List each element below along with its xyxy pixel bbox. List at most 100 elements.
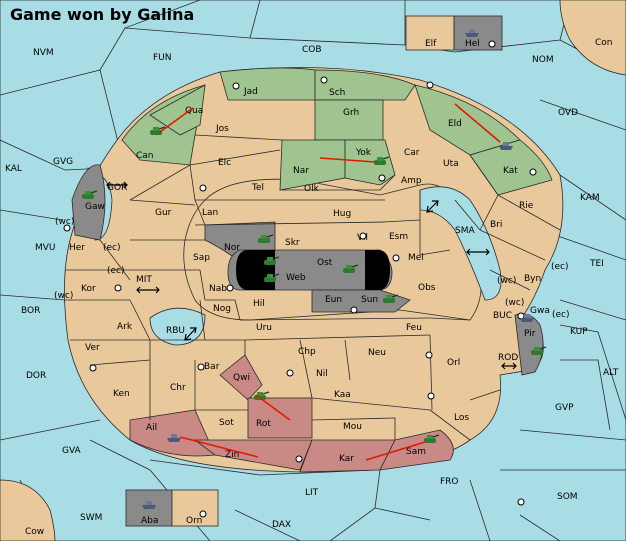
label-byn: Byn [524, 274, 541, 284]
label-hel: Hel [465, 39, 480, 49]
land-labels: Jad Sch Qua Jos Grh Eld Can Elc Nar Yok … [54, 87, 570, 464]
supply-center-icon [378, 174, 386, 182]
army-icon[interactable] [258, 234, 274, 243]
label-chr: Chr [170, 383, 186, 393]
label-ail: Ail [146, 423, 157, 433]
label-tei: TEI [589, 259, 604, 269]
label-aba: Aba [141, 516, 158, 526]
supply-center-icon [359, 232, 367, 240]
label-gwa: Gwa [530, 306, 550, 316]
label-rod: ROD [498, 353, 518, 363]
label-ken: Ken [113, 389, 130, 399]
supply-center-icon [197, 363, 205, 371]
label-lit: LIT [305, 488, 319, 498]
sea-sma[interactable] [419, 186, 502, 301]
territory-qua[interactable] [149, 84, 206, 136]
territory-orn[interactable] [171, 489, 219, 527]
label-kaa: Kaa [334, 390, 351, 400]
label-ver: Ver [85, 343, 100, 353]
label-hug: Hug [333, 209, 351, 219]
label-can: Can [136, 151, 154, 161]
supply-center-icon [350, 306, 358, 314]
label-yok: Yok [355, 148, 372, 158]
label-elc: Elc [218, 158, 231, 168]
label-qwi: Qwi [233, 373, 250, 383]
supply-center-icon [529, 168, 537, 176]
label-mel: Mel [408, 253, 424, 263]
territory-cow[interactable] [0, 479, 56, 541]
label-kup: KUP [570, 327, 588, 337]
army-icon[interactable] [383, 294, 399, 303]
supply-center-icon [63, 224, 71, 232]
label-gvp: GVP [555, 403, 574, 413]
label-tel: Tel [251, 183, 264, 193]
army-icon[interactable] [374, 156, 390, 165]
supply-center-icon [232, 82, 240, 90]
sea-rbu[interactable] [149, 307, 206, 346]
label-cow: Cow [25, 527, 44, 537]
label-sch: Sch [329, 88, 345, 98]
territory-yok[interactable] [344, 139, 396, 186]
label-kal: KAL [5, 164, 22, 174]
label-byn-ec: (ec) [551, 262, 569, 272]
label-jad: Jad [243, 87, 258, 97]
label-bor: BOR [21, 306, 40, 316]
move-arrow [454, 103, 501, 143]
label-sam: Sam [406, 447, 426, 457]
territory-zin[interactable] [193, 439, 313, 471]
unit-tokens [82, 29, 547, 509]
fleet-icon[interactable] [520, 314, 534, 322]
label-rot: Rot [256, 419, 271, 429]
label-kor-ec: (ec) [107, 266, 125, 276]
fleet-icon[interactable] [499, 142, 513, 150]
label-swm: SWM [80, 513, 102, 523]
territory-gaw[interactable] [71, 164, 106, 241]
label-byn-wc: (wc) [497, 276, 516, 286]
label-mvu: MVU [35, 243, 56, 253]
supply-center-icon [89, 364, 97, 372]
fleet-icon[interactable] [142, 501, 156, 509]
army-icon[interactable] [82, 190, 98, 199]
army-icon[interactable] [264, 273, 280, 282]
label-orl: Orl [447, 358, 460, 368]
army-icon[interactable] [531, 346, 547, 355]
territory-grh[interactable] [314, 99, 384, 141]
territory-qwi[interactable] [219, 354, 263, 401]
territory-kat[interactable] [469, 139, 553, 196]
label-nom: NOM [532, 55, 554, 65]
label-gva: GVA [62, 446, 82, 456]
territory-elf[interactable] [405, 15, 455, 51]
army-icon[interactable] [424, 434, 440, 443]
label-esm: Esm [389, 232, 408, 242]
label-dor: DOR [26, 371, 46, 381]
label-gur: Gur [155, 208, 172, 218]
label-kam: KAM [580, 193, 600, 203]
fleet-icon[interactable] [465, 29, 479, 37]
label-gaw: Gaw [85, 202, 105, 212]
territory-sch[interactable] [314, 69, 416, 101]
label-cob: COB [302, 45, 322, 55]
label-gwa-ec: (ec) [552, 310, 570, 320]
army-icon[interactable] [343, 264, 359, 273]
territory-rot[interactable] [247, 397, 313, 439]
label-ost: Ost [317, 258, 333, 268]
supply-center-icon [320, 76, 328, 84]
territory-pir[interactable] [514, 313, 544, 376]
army-icon[interactable] [264, 256, 280, 265]
label-olk: Olk [304, 184, 320, 194]
label-car: Car [404, 148, 420, 158]
label-eld: Eld [448, 119, 462, 129]
label-con: Con [595, 38, 613, 48]
army-icon[interactable] [150, 126, 166, 135]
label-kar: Kar [339, 454, 354, 464]
land-borders [65, 134, 561, 441]
supply-center-icon [199, 184, 207, 192]
label-gor: GOR [107, 183, 127, 193]
territory-con[interactable] [559, 0, 626, 76]
strait-west [236, 250, 275, 290]
fleet-icon[interactable] [167, 434, 181, 442]
move-arrow [255, 394, 291, 421]
label-nil: Nil [316, 369, 328, 379]
label-sun: Sun [361, 295, 378, 305]
supply-center-icon [517, 498, 525, 506]
